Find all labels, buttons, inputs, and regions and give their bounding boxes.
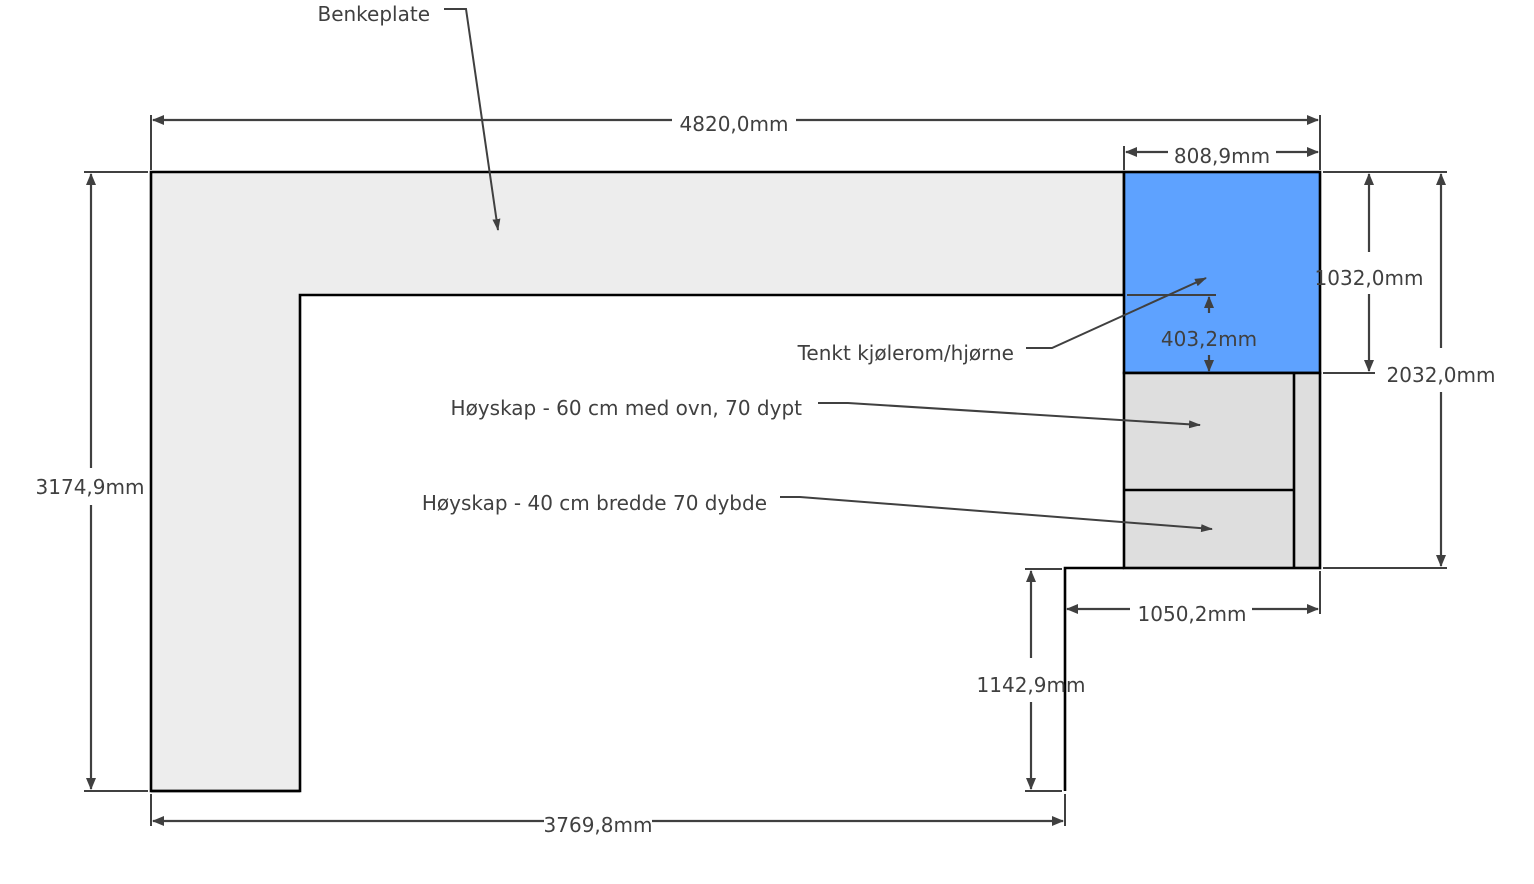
dimension-total-width: 4820,0mm (150, 112, 1321, 170)
dimension-right-total-depth-label: 2032,0mm (1387, 363, 1496, 387)
label-tall-cabinet-60[interactable]: Høyskap - 60 cm med ovn, 70 dypt (451, 396, 803, 420)
dimension-cold-room-depth-label: 1032,0mm (1315, 266, 1424, 290)
dimension-bottom-width-label: 3769,8mm (544, 813, 653, 837)
callout-tall-cabinet-60: Høyskap - 60 cm med ovn, 70 dypt (451, 396, 1201, 429)
tall-cabinets-block[interactable] (1122, 371, 1322, 570)
dimension-right-total-depth: 2032,0mm (1323, 173, 1496, 569)
cold-room-shape[interactable] (1122, 170, 1322, 375)
dimension-left-total-depth: 3174,9mm (36, 171, 148, 792)
dimension-step-width: 1050,2mm (1066, 571, 1321, 626)
dimension-step-width-label: 1050,2mm (1138, 602, 1247, 626)
dimension-total-width-label: 4820,0mm (680, 112, 789, 136)
countertop-shape[interactable] (149, 170, 1126, 793)
dimension-left-total-depth-label: 3174,9mm (36, 475, 145, 499)
callout-countertop: Benkeplate (317, 2, 501, 231)
label-countertop[interactable]: Benkeplate (317, 2, 430, 26)
dimension-cold-room-depth: 1032,0mm (1315, 171, 1447, 374)
dimension-step-depth: 1142,9mm (977, 568, 1086, 792)
dimension-cold-room-offset: 403,2mm (1127, 294, 1257, 372)
dimension-bottom-width: 3769,8mm (150, 794, 1066, 837)
dimension-cold-room-width-label: 808,9mm (1174, 144, 1270, 168)
callout-tall-cabinet-40: Høyskap - 40 cm bredde 70 dybde (422, 491, 1213, 533)
callout-cold-room: Tenkt kjølerom/hjørne (797, 277, 1207, 365)
label-tall-cabinet-40[interactable]: Høyskap - 40 cm bredde 70 dybde (422, 491, 767, 515)
dimension-cold-room-offset-label: 403,2mm (1161, 327, 1257, 351)
dimension-cold-room-width: 808,9mm (1123, 144, 1319, 170)
label-cold-room[interactable]: Tenkt kjølerom/hjørne (797, 341, 1014, 365)
dimension-step-depth-label: 1142,9mm (977, 673, 1086, 697)
wall-step-outline (1063, 566, 1124, 791)
